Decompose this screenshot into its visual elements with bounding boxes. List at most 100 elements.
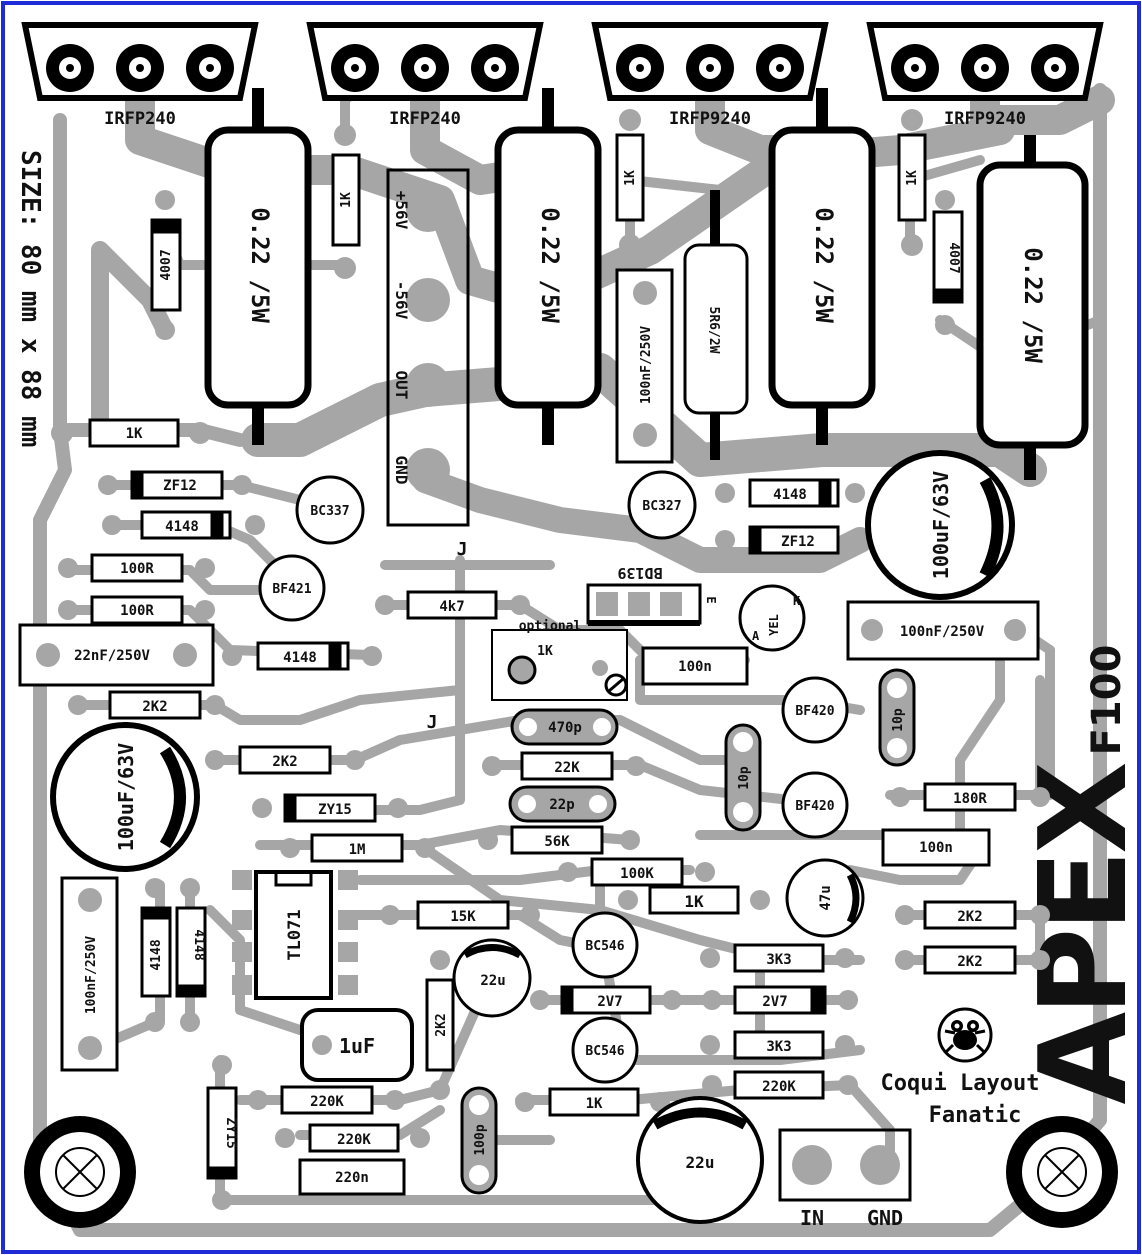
resistor-100k bbox=[558, 857, 715, 887]
q2-label: IRFP240 bbox=[389, 109, 461, 129]
resistor-1k-f bbox=[515, 1087, 670, 1117]
cap-1uf-label: 1uF bbox=[339, 1034, 375, 1058]
power-resistors: 0.22 /5W 0.22 /5W 0.22 /5W 0.22 /5W bbox=[204, 88, 1089, 480]
resistor-22k-label: 22K bbox=[554, 760, 580, 776]
cap-100nf-a bbox=[615, 268, 674, 464]
led-yellow-label: YEL bbox=[767, 614, 781, 636]
zener-zy15-b-label: ZY15 bbox=[223, 1117, 238, 1148]
cap-220n bbox=[298, 1158, 406, 1196]
resistor-1m-label: 1M bbox=[349, 842, 366, 858]
transistor-bf420-b-label: BF420 bbox=[795, 799, 834, 814]
cap-100n-b bbox=[881, 828, 991, 867]
zener-2v7-b-label: 2V7 bbox=[762, 994, 787, 1010]
resistor-5r6 bbox=[683, 190, 749, 460]
diode-4007-a bbox=[150, 190, 182, 340]
cap-100nf-c bbox=[60, 876, 119, 1072]
zener-2v7-b bbox=[702, 985, 858, 1015]
resistor-1m bbox=[280, 833, 435, 863]
transistor-bf420-a bbox=[781, 676, 849, 744]
diode-4148-a bbox=[102, 510, 265, 540]
resistor-3k3-a-label: 3K3 bbox=[766, 952, 791, 968]
board-size-label: SIZE: 80 mm x 88 mm bbox=[15, 150, 45, 447]
bd139-emitter-label: E bbox=[704, 596, 718, 603]
zener-2v7-a-label: 2V7 bbox=[597, 994, 622, 1010]
cap-100nf-b-label: 100nF/250V bbox=[900, 624, 985, 640]
zener-zf12-a-label: ZF12 bbox=[163, 478, 197, 494]
resistor-220k-c bbox=[702, 1070, 858, 1100]
transistor-bd139 bbox=[586, 583, 702, 626]
resistor-15k-label: 15K bbox=[450, 909, 476, 925]
ecap-47u bbox=[785, 858, 865, 938]
transistor-bc337-label: BC337 bbox=[310, 504, 349, 519]
power-resistor-2: 0.22 /5W bbox=[494, 88, 602, 445]
resistor-100r-a bbox=[58, 553, 215, 583]
diode-4148-d bbox=[140, 878, 172, 1032]
resistor-2k2-e-label: 2K2 bbox=[434, 1013, 449, 1036]
transistor-bd139-label: BD139 bbox=[617, 564, 662, 582]
power-terminal-block: +56V -56V OUT GND bbox=[386, 168, 470, 527]
zener-zy15-a-label: ZY15 bbox=[318, 802, 352, 818]
transistor-bc546-b bbox=[571, 1016, 639, 1084]
resistor-2k2-a bbox=[68, 690, 225, 720]
input-gnd-label: GND bbox=[867, 1206, 903, 1230]
resistor-100k-label: 100K bbox=[620, 866, 654, 882]
credit-line-2: Fanatic bbox=[929, 1103, 1022, 1128]
resistor-100r-b-label: 100R bbox=[120, 603, 154, 619]
cap-22nf-label: 22nF/250V bbox=[74, 648, 150, 664]
q1-header bbox=[21, 22, 259, 101]
terminal-out-label: OUT bbox=[392, 371, 411, 400]
resistor-3k3-b-label: 3K3 bbox=[766, 1039, 791, 1055]
transistor-bc546-a bbox=[571, 911, 639, 979]
transistor-bc546-a-label: BC546 bbox=[585, 939, 624, 954]
jumper-a-label: J bbox=[457, 539, 468, 560]
q3-header bbox=[591, 22, 829, 101]
resistor-2k2-c bbox=[895, 900, 1050, 930]
diode-4148-b bbox=[222, 641, 382, 671]
cap-22p-label: 22p bbox=[549, 797, 574, 813]
zener-zy15-a bbox=[252, 793, 408, 823]
zener-zf12-a bbox=[98, 470, 252, 500]
cap-100nf-a-label: 100nF/250V bbox=[639, 326, 654, 404]
resistor-100r-b bbox=[58, 595, 215, 625]
resistor-1k-a bbox=[331, 124, 361, 279]
resistor-220k-a-label: 220K bbox=[310, 1094, 344, 1110]
resistor-1k-a-label: 1K bbox=[339, 192, 354, 208]
optional-label: optional bbox=[519, 619, 582, 634]
transistor-bc337 bbox=[295, 475, 365, 545]
resistor-2k2-d bbox=[895, 945, 1050, 975]
ecap-47u-label: 47u bbox=[818, 885, 834, 910]
terminal-vplus-label: +56V bbox=[392, 191, 411, 230]
power-resistor-4-label: 0.22 /5W bbox=[1019, 247, 1047, 363]
resistor-3k3-a bbox=[700, 943, 855, 973]
cap-1uf bbox=[300, 1008, 414, 1082]
power-resistor-4: 0.22 /5W bbox=[976, 135, 1089, 480]
board-title: F100 bbox=[1084, 645, 1130, 756]
power-resistor-2-label: 0.22 /5W bbox=[536, 207, 564, 323]
power-resistor-1-label: 0.22 /5W bbox=[246, 207, 274, 323]
zener-zy15-b bbox=[206, 1055, 238, 1210]
jumper-b-label: J bbox=[427, 712, 438, 733]
diode-4148-e bbox=[175, 878, 207, 1032]
q2-header bbox=[306, 22, 544, 101]
resistor-1k-e-label: 1K bbox=[684, 892, 704, 911]
q1-label: IRFP240 bbox=[104, 109, 176, 129]
zener-zf12-b-label: ZF12 bbox=[781, 534, 815, 550]
mounting-hole-right bbox=[1006, 1116, 1118, 1228]
ic-tl071 bbox=[232, 870, 358, 1000]
cap-100n-a bbox=[641, 646, 749, 686]
resistor-56k bbox=[478, 825, 640, 855]
resistor-2k2-b bbox=[205, 745, 365, 775]
resistor-180r-label: 180R bbox=[953, 791, 987, 807]
resistor-1k-b-label: 1K bbox=[126, 426, 143, 442]
cap-470p-label: 470p bbox=[548, 720, 582, 736]
cap-100p bbox=[460, 1086, 498, 1195]
ecap-22u-b-label: 22u bbox=[686, 1153, 715, 1172]
diode-4148-c bbox=[715, 478, 865, 508]
power-resistor-1: 0.22 /5W bbox=[204, 88, 312, 445]
resistor-220k-b bbox=[275, 1123, 430, 1153]
power-resistor-3-label: 0.22 /5W bbox=[810, 207, 838, 323]
terminal-vminus-label: -56V bbox=[392, 281, 411, 320]
resistor-220k-b-label: 220K bbox=[337, 1132, 371, 1148]
